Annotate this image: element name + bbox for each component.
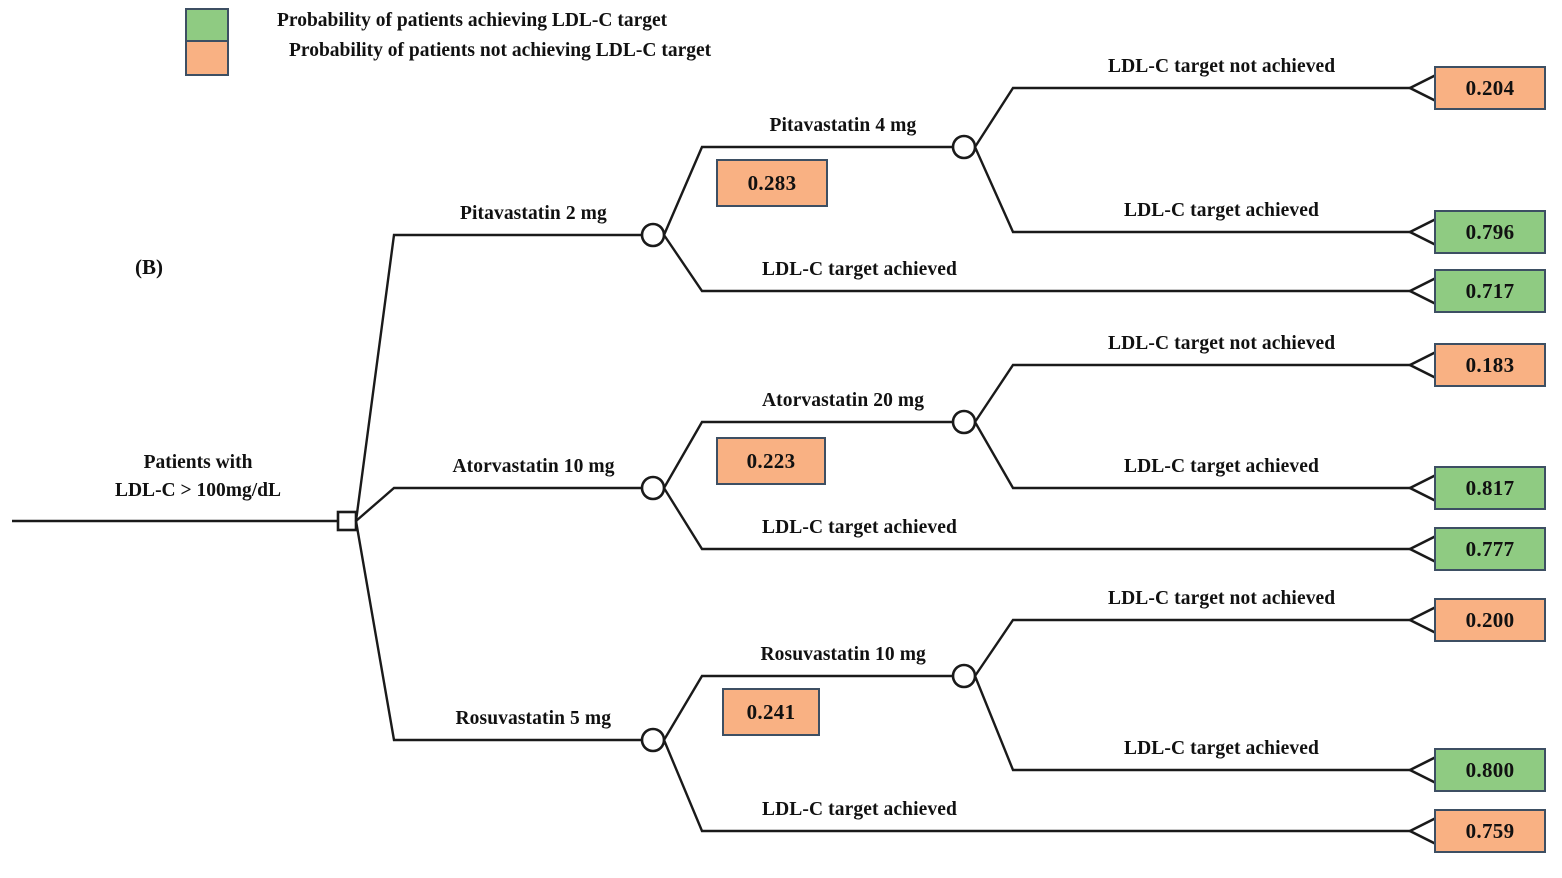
- panel-label: (B): [135, 255, 163, 279]
- root-label-line2: LDL-C > 100mg/dL: [114, 480, 282, 502]
- escalation-probability-box-0: 0.283: [716, 159, 828, 207]
- legend-swatch-achieved: [187, 10, 227, 42]
- branch-edge-direct-1: [662, 487, 1410, 551]
- root-node-label: Patients with LDL-C > 100mg/dL: [68, 449, 328, 506]
- legend-swatch-not-achieved: [187, 42, 227, 74]
- edge-label-direct-1: LDL-C target achieved: [762, 517, 957, 538]
- edge-label-terminal-0-1: LDL-C target achieved: [1124, 200, 1319, 221]
- terminal-value-box-direct-1: 0.777: [1434, 527, 1546, 571]
- edge-label-first-line-0: Pitavastatin 2 mg: [460, 203, 607, 224]
- decision-node-root[interactable]: [336, 510, 358, 532]
- edge-label-escalation-2: Rosuvastatin 10 mg: [760, 644, 926, 665]
- edge-label-first-line-2: Rosuvastatin 5 mg: [455, 708, 612, 729]
- branch-edge-terminal-2-1: [973, 675, 1410, 772]
- terminal-value-box-1-0: 0.183: [1434, 343, 1546, 387]
- terminal-value-box-1-1: 0.817: [1434, 466, 1546, 510]
- chance-node-level2-1[interactable]: [951, 409, 977, 435]
- edge-label-terminal-0-0: LDL-C target not achieved: [1108, 56, 1336, 77]
- edge-label-direct-2: LDL-C target achieved: [762, 799, 957, 820]
- chance-node-level1-0[interactable]: [640, 222, 666, 248]
- branch-edge-terminal-2-0: [974, 618, 1410, 677]
- terminal-value-box-direct-0: 0.717: [1434, 269, 1546, 313]
- chance-node-level1-2[interactable]: [640, 727, 666, 753]
- branch-edge-escalation-2: [662, 674, 953, 741]
- branch-edge-terminal-0-1: [973, 146, 1410, 234]
- branch-edge-escalation-1: [662, 420, 953, 489]
- terminal-value-box-2-1: 0.800: [1434, 748, 1546, 792]
- root-label-line1: Patients with: [143, 452, 253, 473]
- chance-node-level1-1[interactable]: [640, 475, 666, 501]
- branch-edge-direct-0: [663, 234, 1410, 293]
- branch-edge-terminal-1-0: [974, 363, 1410, 423]
- edge-label-terminal-2-1: LDL-C target achieved: [1124, 738, 1319, 759]
- branch-edge-level1-1: [355, 486, 642, 522]
- branch-edge-direct-2: [662, 739, 1410, 833]
- escalation-probability-box-2: 0.241: [722, 688, 820, 736]
- branch-edge-level1-0: [354, 233, 642, 522]
- edge-label-terminal-2-0: LDL-C target not achieved: [1108, 588, 1336, 609]
- legend-text-group: Probability of patients achieving LDL-C …: [277, 6, 711, 66]
- legend-label-not-achieved: Probability of patients not achieving LD…: [289, 40, 712, 62]
- terminal-value-box-2-0: 0.200: [1434, 598, 1546, 642]
- branch-edge-terminal-1-1: [973, 421, 1410, 490]
- legend-label-achieved: Probability of patients achieving LDL-C …: [277, 10, 668, 31]
- legend-swatch-group: [185, 8, 229, 76]
- edge-label-escalation-0: Pitavastatin 4 mg: [769, 115, 917, 136]
- terminal-value-box-0-0: 0.204: [1434, 66, 1546, 110]
- terminal-value-box-direct-2: 0.759: [1434, 809, 1546, 853]
- chance-node-level2-2[interactable]: [951, 663, 977, 689]
- branch-edge-level1-2: [354, 520, 642, 742]
- edge-label-terminal-1-0: LDL-C target not achieved: [1108, 333, 1336, 354]
- edge-label-terminal-1-1: LDL-C target achieved: [1124, 456, 1319, 477]
- chance-node-level2-0[interactable]: [951, 134, 977, 160]
- escalation-probability-box-1: 0.223: [716, 437, 826, 485]
- edge-label-first-line-1: Atorvastatin 10 mg: [452, 456, 615, 477]
- edge-label-direct-0: LDL-C target achieved: [762, 259, 957, 280]
- edge-label-escalation-1: Atorvastatin 20 mg: [762, 390, 925, 411]
- branch-edge-escalation-0: [662, 145, 953, 236]
- branch-edge-terminal-0-0: [973, 86, 1410, 148]
- terminal-value-box-0-1: 0.796: [1434, 210, 1546, 254]
